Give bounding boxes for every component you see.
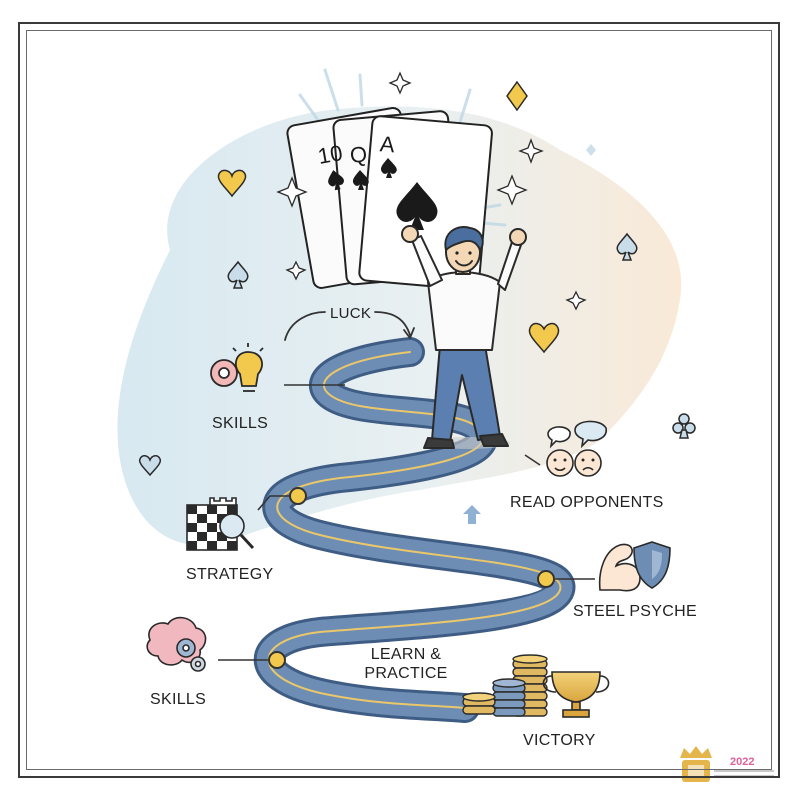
up-arrow	[463, 505, 481, 524]
label-strategy: STRATEGY	[186, 566, 274, 583]
label-skills-top: SKILLS	[212, 415, 269, 432]
heart-icon	[528, 322, 560, 354]
brain-gear-icon	[146, 616, 207, 672]
label-learn-line: LEARN &	[370, 646, 442, 663]
label-practice-line: PRACTICE	[364, 665, 448, 683]
label-victory: VICTORY	[523, 732, 596, 749]
card-10-rank: 10	[316, 140, 344, 169]
decorations	[138, 80, 696, 477]
label-learn-practice: LEARN & PRACTICE	[356, 645, 456, 683]
spade-icon	[616, 232, 638, 261]
background-blob	[117, 106, 682, 546]
outer-frame	[18, 22, 780, 778]
arm-shield-icon	[598, 541, 671, 592]
ace-spade	[396, 182, 438, 230]
luck-arrow	[284, 311, 411, 341]
heart-icon	[138, 455, 162, 477]
gear-bulb-icon	[210, 343, 264, 392]
chip-stacks-icon	[462, 654, 548, 717]
watermark-year: 2022	[730, 756, 754, 768]
connector-lines	[218, 384, 595, 661]
card-a-rank: A	[379, 131, 396, 157]
inner-frame	[26, 30, 772, 770]
character	[401, 225, 527, 449]
club-icon	[672, 413, 696, 439]
small-diamond	[586, 144, 596, 156]
sparkle-icons	[276, 71, 587, 311]
label-steel-psyche: STEEL PSYCHE	[573, 603, 697, 620]
trophy-icon	[542, 671, 610, 718]
label-luck: LUCK	[330, 305, 372, 322]
card-q-rank: Q	[349, 141, 368, 167]
diamond-icon	[506, 80, 528, 112]
chessboard-icon	[186, 497, 255, 551]
faces-icon	[546, 420, 607, 477]
label-skills-bottom: SKILLS	[150, 691, 207, 708]
card-pips: 10 Q A	[316, 131, 438, 230]
spade-icon	[227, 260, 249, 289]
playing-cards	[286, 107, 493, 291]
heart-icon	[217, 169, 247, 198]
label-read-opponents: READ OPPONENTS	[510, 494, 664, 511]
